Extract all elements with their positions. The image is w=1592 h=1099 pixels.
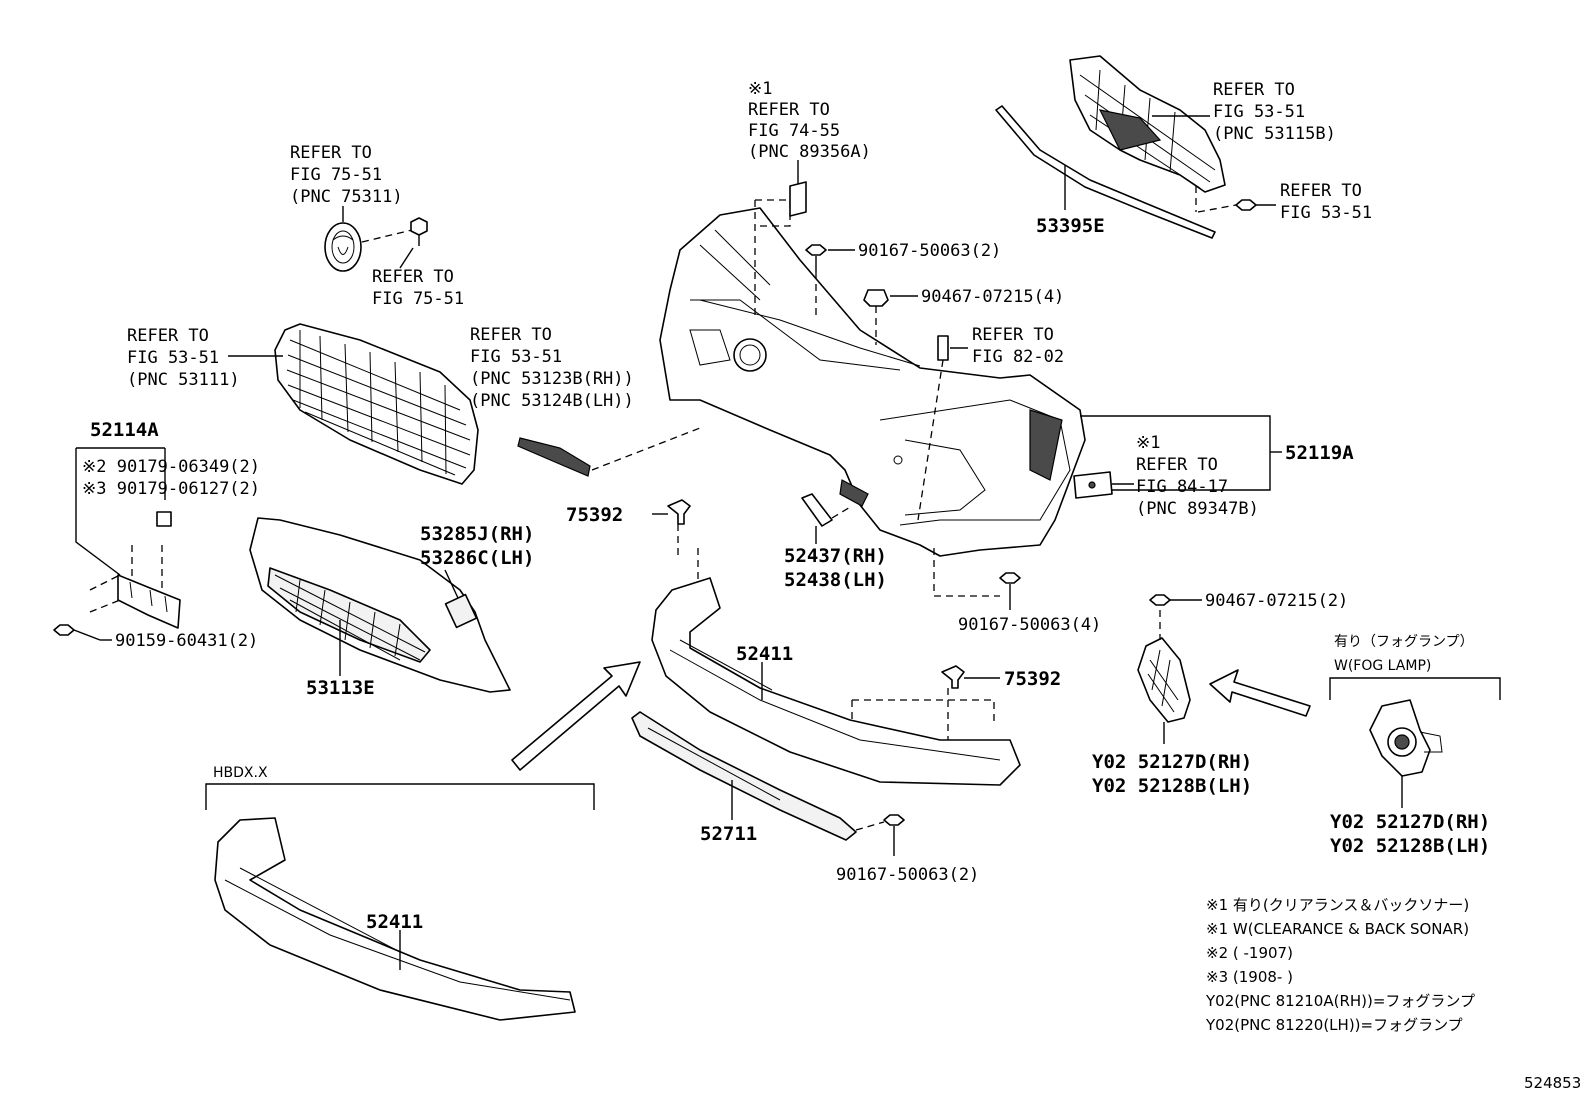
svg-text:REFER TO: REFER TO: [290, 143, 372, 163]
svg-text:75392: 75392: [1004, 668, 1061, 690]
lower-bumper-52411: 75392 75392 52411: [566, 499, 1061, 786]
fog-bezel-cover: 90467-07215(2) Y02 52127D(RH) Y02 52128B…: [1092, 591, 1348, 797]
svg-text:(PNC 75311): (PNC 75311): [290, 187, 403, 207]
lower-molding-52711: 52711 90167-50063(2): [631, 711, 979, 885]
svg-text:HBDX.X: HBDX.X: [213, 765, 268, 781]
svg-text:FIG 53-51: FIG 53-51: [127, 348, 219, 368]
svg-text:※1: ※1: [1136, 433, 1160, 453]
svg-text:90167-50063(4): 90167-50063(4): [958, 615, 1101, 635]
bumper-cover-52119A: [659, 181, 1197, 557]
svg-text:FIG 53-51: FIG 53-51: [1280, 203, 1372, 223]
svg-text:※1 W(CLEARANCE & BACK SONAR): ※1 W(CLEARANCE & BACK SONAR): [1206, 920, 1469, 938]
part-52437: 52437(RH) 52438(LH): [784, 493, 887, 591]
illustration-number: 524853: [1524, 1074, 1581, 1092]
svg-text:(PNC 53123B(RH)): (PNC 53123B(RH)): [470, 369, 634, 389]
svg-text:REFER TO: REFER TO: [470, 325, 552, 345]
refer-75-51-label: REFER TO FIG 75-51: [372, 247, 464, 309]
svg-text:FIG 84-17: FIG 84-17: [1136, 477, 1228, 497]
refer-53111-label: REFER TO FIG 53-51 (PNC 53111): [127, 326, 283, 390]
svg-text:FIG 74-55: FIG 74-55: [748, 121, 840, 141]
refer-89356-label: ※1 REFER TO FIG 74-55 (PNC 89356A): [748, 79, 871, 184]
emblem: [324, 217, 428, 272]
hbdx-variant: HBDX.X 52411: [205, 765, 595, 1021]
svg-text:52119A: 52119A: [1285, 442, 1354, 464]
svg-text:53286C(LH): 53286C(LH): [420, 547, 534, 569]
svg-text:52411: 52411: [736, 643, 793, 665]
svg-text:※3 90179-06127(2): ※3 90179-06127(2): [82, 479, 260, 499]
svg-text:(PNC 53124B(LH)): (PNC 53124B(LH)): [470, 391, 634, 411]
svg-text:53395E: 53395E: [1036, 215, 1105, 237]
svg-text:REFER TO: REFER TO: [748, 100, 830, 120]
svg-text:(PNC 53111): (PNC 53111): [127, 370, 240, 390]
svg-text:53113E: 53113E: [306, 677, 375, 699]
svg-text:Y02 52127D(RH): Y02 52127D(RH): [1092, 751, 1252, 773]
assembly-arrow-left: [511, 661, 641, 771]
svg-text:REFER TO: REFER TO: [372, 267, 454, 287]
clip-refer-53-51: REFER TO FIG 53-51: [1197, 181, 1372, 223]
assembly-arrow-right: [1209, 669, 1311, 717]
svg-text:FIG 53-51: FIG 53-51: [470, 347, 562, 367]
footnotes: ※1 有り(クリアランス＆バックソナー) ※1 W(CLEARANCE & BA…: [1205, 896, 1475, 1034]
svg-text:90467-07215(2): 90467-07215(2): [1205, 591, 1348, 611]
svg-text:52411: 52411: [366, 911, 423, 933]
lower-grille-cover: 53113E: [249, 517, 511, 699]
refer-53123-label: REFER TO FIG 53-51 (PNC 53123B(RH)) (PNC…: [470, 325, 634, 411]
svg-text:FIG 82-02: FIG 82-02: [972, 347, 1064, 367]
refer-75311-label: REFER TO FIG 75-51 (PNC 75311): [290, 143, 403, 222]
svg-text:52438(LH): 52438(LH): [784, 569, 887, 591]
svg-text:※2 90179-06349(2): ※2 90179-06349(2): [82, 457, 260, 477]
molding-53395E: 53395E: [995, 105, 1216, 239]
refer-53115-label: REFER TO FIG 53-51 (PNC 53115B): [1213, 80, 1336, 144]
bracket-52114A: 52114A ※2 90179-06349(2) ※3 90179-06127(…: [53, 419, 260, 651]
svg-text:75392: 75392: [566, 504, 623, 526]
svg-text:W(FOG LAMP): W(FOG LAMP): [1334, 658, 1431, 674]
upper-grille: [274, 323, 479, 485]
svg-text:Y02 52128B(LH): Y02 52128B(LH): [1330, 835, 1490, 857]
clip-90467-4: 90467-07215(4): [863, 287, 1064, 345]
svg-text:REFER TO: REFER TO: [1136, 455, 1218, 475]
svg-text:※3 (1908- ): ※3 (1908- ): [1206, 968, 1293, 986]
part-53285-label: 53285J(RH) 53286C(LH): [420, 523, 534, 599]
energy-absorber: [1069, 55, 1226, 193]
clip-90167-4: 90167-50063(4): [933, 548, 1101, 635]
svg-text:Y02 52128B(LH): Y02 52128B(LH): [1092, 775, 1252, 797]
svg-text:Y02 52127D(RH): Y02 52127D(RH): [1330, 811, 1490, 833]
svg-text:REFER TO: REFER TO: [1280, 181, 1362, 201]
refer-82-02-label: REFER TO FIG 82-02: [917, 325, 1064, 521]
svg-text:有り（フォグランプ）: 有り（フォグランプ）: [1334, 634, 1474, 650]
svg-text:Y02(PNC 81210A(RH))=フォグランプ: Y02(PNC 81210A(RH))=フォグランプ: [1205, 992, 1475, 1010]
svg-text:90167-50063(2): 90167-50063(2): [836, 865, 979, 885]
svg-text:※1 有り(クリアランス＆バックソナー): ※1 有り(クリアランス＆バックソナー): [1206, 896, 1469, 914]
svg-text:※1: ※1: [748, 79, 772, 99]
fog-lamp-variant: 有り（フォグランプ） W(FOG LAMP) Y02 52127D(RH) Y0…: [1329, 634, 1501, 857]
svg-text:(PNC 89347B): (PNC 89347B): [1136, 499, 1259, 519]
svg-text:90467-07215(4): 90467-07215(4): [921, 287, 1064, 307]
refer-89347-label: ※1 REFER TO FIG 84-17 (PNC 89347B): [1073, 433, 1259, 519]
svg-text:52437(RH): 52437(RH): [784, 545, 887, 567]
clip-90167-top: 90167-50063(2): [805, 241, 1001, 320]
svg-text:52711: 52711: [700, 823, 757, 845]
part-52119A-label: 52119A: [1080, 415, 1354, 491]
svg-text:FIG 53-51: FIG 53-51: [1213, 102, 1305, 122]
svg-text:REFER TO: REFER TO: [127, 326, 209, 346]
svg-text:90167-50063(2): 90167-50063(2): [858, 241, 1001, 261]
svg-text:53285J(RH): 53285J(RH): [420, 523, 534, 545]
svg-text:※2 ( -1907): ※2 ( -1907): [1206, 944, 1293, 962]
svg-text:(PNC 89356A): (PNC 89356A): [748, 142, 871, 162]
grille-garnish: [517, 427, 701, 477]
svg-text:REFER TO: REFER TO: [1213, 80, 1295, 100]
svg-text:Y02(PNC 81220(LH))=フォグランプ: Y02(PNC 81220(LH))=フォグランプ: [1205, 1016, 1463, 1034]
svg-text:90159-60431(2): 90159-60431(2): [115, 631, 258, 651]
svg-text:52114A: 52114A: [90, 419, 159, 441]
svg-text:(PNC 53115B): (PNC 53115B): [1213, 124, 1336, 144]
svg-text:FIG 75-51: FIG 75-51: [372, 289, 464, 309]
svg-text:FIG 75-51: FIG 75-51: [290, 165, 382, 185]
svg-text:REFER TO: REFER TO: [972, 325, 1054, 345]
